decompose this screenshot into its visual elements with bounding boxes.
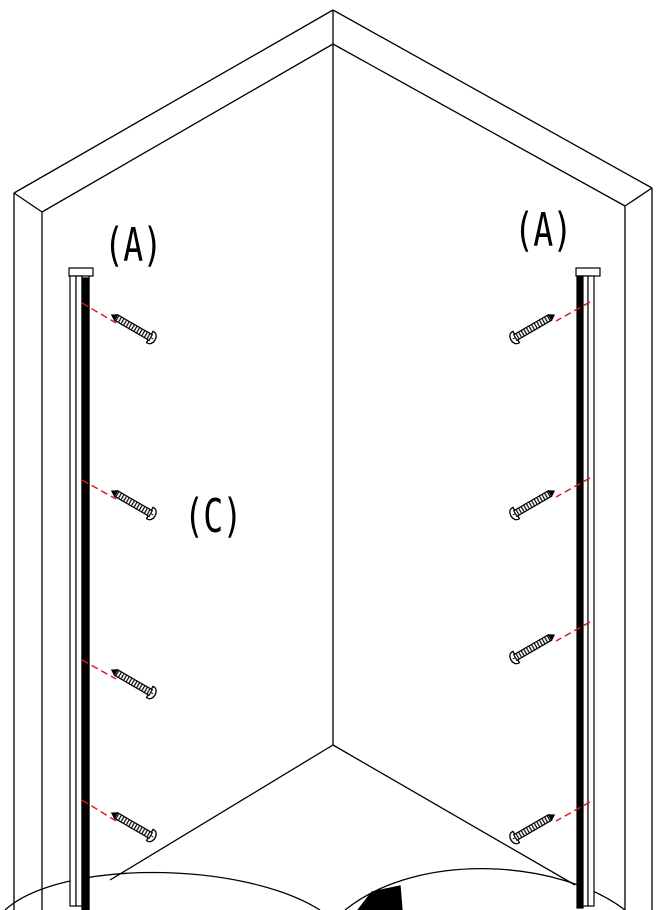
screw-icon bbox=[507, 628, 559, 667]
screw-icon bbox=[107, 806, 159, 845]
screw-icon bbox=[507, 808, 559, 847]
screw-icon bbox=[507, 308, 559, 347]
profile-label-left: (A) bbox=[104, 218, 162, 272]
drill-guides bbox=[81, 301, 591, 822]
screw-icon bbox=[107, 484, 159, 523]
screw-icon bbox=[107, 308, 159, 347]
shower-tray bbox=[4, 868, 626, 910]
profile-label-right: (A) bbox=[514, 203, 572, 257]
screws-label: (C) bbox=[184, 489, 242, 543]
wall-profile-left bbox=[68, 267, 94, 910]
screw-icon bbox=[507, 484, 559, 523]
wall-outline bbox=[13, 9, 653, 910]
wall-profile-right bbox=[575, 267, 601, 909]
screw-icon bbox=[107, 663, 159, 702]
